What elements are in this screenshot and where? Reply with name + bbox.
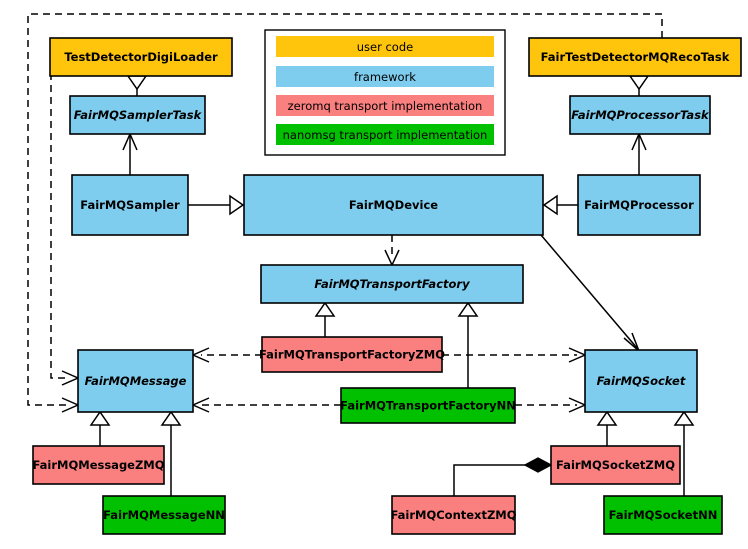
node-label-FairMQProcessor: FairMQProcessor bbox=[584, 198, 694, 212]
edge-digiloader-to-message bbox=[50, 61, 70, 379]
legend-swatch-nanomsg bbox=[276, 124, 494, 145]
node-box-FairMQTransportFactoryZMQ[interactable] bbox=[261, 336, 443, 373]
node-FairMQSocketNN[interactable]: FairMQSocketNN bbox=[603, 495, 723, 535]
legend-swatch-zeromq bbox=[276, 95, 494, 116]
node-FairMQContextZMQ[interactable]: FairMQContextZMQ bbox=[390, 495, 517, 535]
node-FairMQProcessorTask[interactable]: FairMQProcessorTask bbox=[569, 95, 711, 135]
arrowhead-socketnn-socket bbox=[673, 410, 695, 426]
legend-label-zeromq: zeromq transport implementation bbox=[288, 99, 483, 113]
node-label-FairMQSocketNN: FairMQSocketNN bbox=[609, 508, 718, 522]
node-FairMQMessage[interactable]: FairMQMessage bbox=[77, 349, 194, 413]
arrowhead-tfnn-tf bbox=[457, 301, 479, 317]
node-box-FairMQTransportFactory[interactable] bbox=[260, 264, 524, 304]
node-label-FairMQContextZMQ: FairMQContextZMQ bbox=[390, 508, 516, 522]
node-label-FairMQTransportFactoryZMQ: FairMQTransportFactoryZMQ bbox=[259, 348, 445, 362]
node-label-TestDetectorDigiLoader: TestDetectorDigiLoader bbox=[64, 50, 218, 64]
node-FairMQSamplerTask[interactable]: FairMQSamplerTask bbox=[69, 95, 206, 135]
node-label-FairMQProcessorTask: FairMQProcessorTask bbox=[571, 108, 710, 122]
node-FairMQSampler[interactable]: FairMQSampler bbox=[71, 174, 189, 236]
node-box-FairMQSocketNN[interactable] bbox=[603, 495, 723, 535]
node-TestDetectorDigiLoader[interactable]: TestDetectorDigiLoader bbox=[49, 37, 233, 77]
node-label-FairMQDevice: FairMQDevice bbox=[349, 198, 438, 212]
node-box-FairMQProcessor[interactable] bbox=[577, 174, 701, 236]
arrowhead-tfzmq-tf bbox=[314, 301, 336, 317]
node-label-FairMQMessageNN: FairMQMessageNN bbox=[103, 508, 225, 522]
node-FairMQMessageZMQ[interactable]: FairMQMessageZMQ bbox=[32, 445, 165, 485]
node-label-FairMQSocketZMQ: FairMQSocketZMQ bbox=[556, 458, 675, 472]
diamond-socketzmq-contextzmq bbox=[523, 457, 553, 473]
edge-socketzmq-contextzmq bbox=[453, 464, 536, 496]
node-box-FairMQTransportFactoryNN[interactable] bbox=[340, 387, 516, 424]
arrowhead-recotask-processortask bbox=[628, 75, 650, 91]
node-box-TestDetectorDigiLoader[interactable] bbox=[49, 37, 233, 77]
node-box-FairMQDevice[interactable] bbox=[243, 174, 544, 236]
legend-swatch-user-code bbox=[276, 36, 494, 57]
node-label-FairMQSamplerTask: FairMQSamplerTask bbox=[74, 108, 203, 122]
arrowhead-sampler-device bbox=[229, 194, 245, 216]
node-box-FairMQSocketZMQ[interactable] bbox=[550, 445, 681, 485]
edge-recotask-to-message bbox=[27, 13, 663, 406]
node-label-FairTestDetectorMQRecoTask: FairTestDetectorMQRecoTask bbox=[541, 50, 730, 64]
node-label-FairMQTransportFactory: FairMQTransportFactory bbox=[314, 277, 470, 291]
node-FairMQTransportFactory[interactable]: FairMQTransportFactory bbox=[260, 264, 524, 304]
legend-label-framework: framework bbox=[354, 70, 416, 84]
legend-label-nanomsg: nanomsg transport implementation bbox=[283, 128, 488, 142]
node-label-FairMQTransportFactoryNN: FairMQTransportFactoryNN bbox=[340, 399, 516, 413]
arrowhead-digiloader-samplertask bbox=[126, 75, 148, 91]
node-FairMQDevice[interactable]: FairMQDevice bbox=[243, 174, 544, 236]
node-FairMQSocketZMQ[interactable]: FairMQSocketZMQ bbox=[550, 445, 681, 485]
node-label-FairMQMessage: FairMQMessage bbox=[85, 374, 187, 388]
edge-device-socket bbox=[540, 234, 638, 349]
node-FairMQTransportFactoryNN[interactable]: FairMQTransportFactoryNN bbox=[340, 387, 516, 424]
arrowhead-socketzmq-socket bbox=[596, 410, 618, 426]
node-FairMQProcessor[interactable]: FairMQProcessor bbox=[577, 174, 701, 236]
node-FairMQSocket[interactable]: FairMQSocket bbox=[584, 349, 698, 413]
node-box-FairMQMessageNN[interactable] bbox=[102, 495, 226, 535]
node-FairMQTransportFactoryZMQ[interactable]: FairMQTransportFactoryZMQ bbox=[259, 336, 445, 373]
node-FairMQMessageNN[interactable]: FairMQMessageNN bbox=[102, 495, 226, 535]
node-label-FairMQMessageZMQ: FairMQMessageZMQ bbox=[32, 458, 164, 472]
arrowhead-messagenn-message bbox=[160, 410, 182, 426]
legend-label-user-code: user code bbox=[357, 40, 413, 54]
legend: user code framework zeromq transport imp… bbox=[264, 29, 506, 156]
arrowhead-messagezmq-message bbox=[89, 410, 111, 426]
node-FairTestDetectorMQRecoTask[interactable]: FairTestDetectorMQRecoTask bbox=[528, 37, 742, 77]
legend-swatch-framework bbox=[276, 66, 494, 87]
node-label-FairMQSocket: FairMQSocket bbox=[597, 374, 686, 388]
node-layer: TestDetectorDigiLoaderFairMQSamplerTaskF… bbox=[32, 37, 742, 535]
node-box-FairMQSamplerTask[interactable] bbox=[69, 95, 206, 135]
arrowhead-processor-device bbox=[542, 194, 558, 216]
node-box-FairMQMessageZMQ[interactable] bbox=[32, 445, 165, 485]
node-label-FairMQSampler: FairMQSampler bbox=[80, 198, 180, 212]
node-box-FairMQProcessorTask[interactable] bbox=[569, 95, 711, 135]
node-box-FairMQMessage[interactable] bbox=[77, 349, 194, 413]
node-box-FairMQSocket[interactable] bbox=[584, 349, 698, 413]
node-box-FairMQContextZMQ[interactable] bbox=[391, 495, 516, 535]
node-box-FairTestDetectorMQRecoTask[interactable] bbox=[528, 37, 742, 77]
node-box-FairMQSampler[interactable] bbox=[71, 174, 189, 236]
